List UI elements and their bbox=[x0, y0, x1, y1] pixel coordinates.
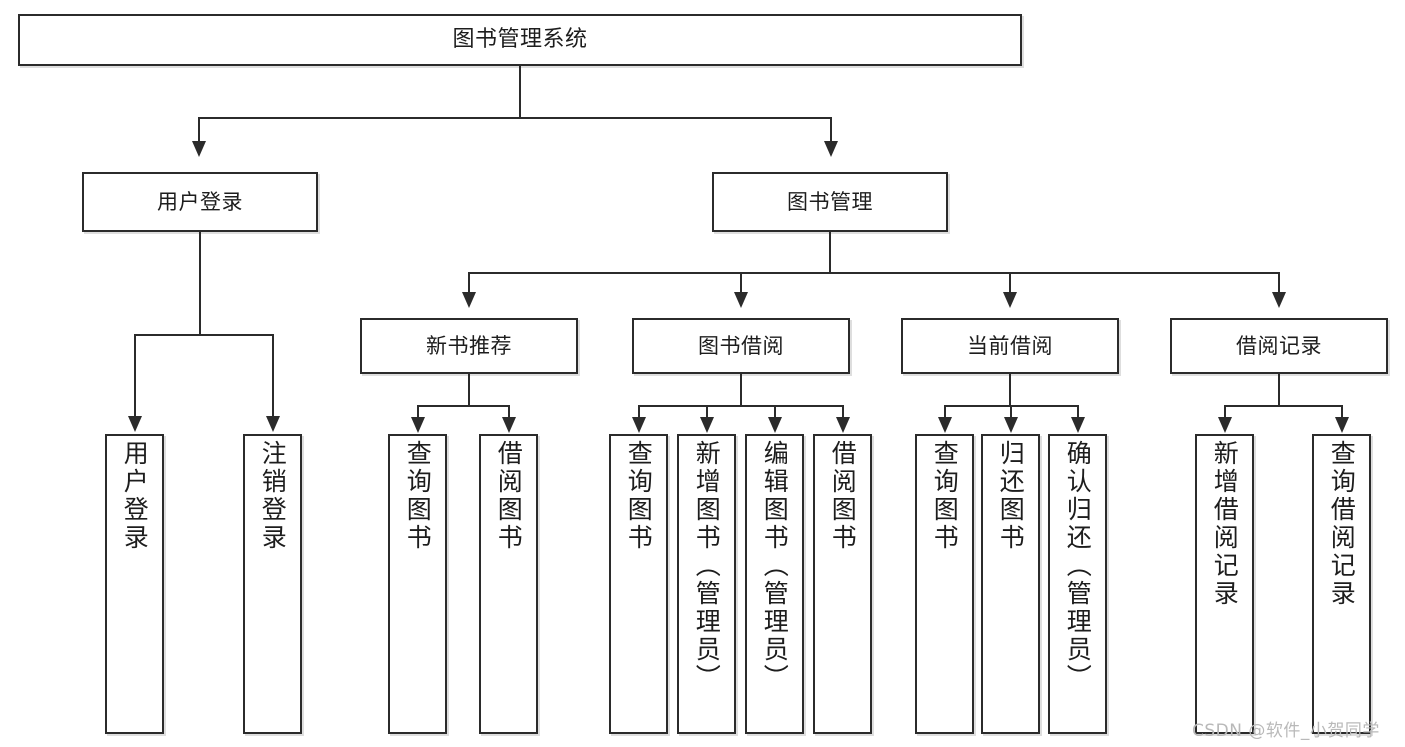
arrowhead-cb-query-book bbox=[938, 417, 952, 433]
arrowhead-to-book-manage bbox=[824, 141, 838, 157]
connector-book-borrow-bus bbox=[638, 405, 844, 407]
node-book-borrow[interactable]: 图书借阅 bbox=[632, 318, 850, 374]
leaf-bb-add-book[interactable]: 新增图书（管理员） bbox=[677, 434, 736, 734]
arrowhead-bb-add-book bbox=[700, 417, 714, 433]
arrowhead-to-new-book bbox=[462, 292, 476, 308]
node-label: 新增图书（管理员） bbox=[692, 440, 722, 692]
leaf-nb-borrow-book[interactable]: 借阅图书 bbox=[479, 434, 538, 734]
connector-user-login-drop-1 bbox=[134, 334, 136, 418]
connector-book-manage-bus bbox=[468, 272, 1278, 274]
node-label: 注销登录 bbox=[258, 440, 288, 552]
node-label: 借阅图书 bbox=[494, 440, 524, 552]
node-label: 图书借阅 bbox=[698, 333, 784, 358]
connector-book-manage-drop-4 bbox=[1278, 272, 1280, 294]
arrowhead-br-add-record bbox=[1218, 417, 1232, 433]
node-label: 新书推荐 bbox=[426, 333, 512, 358]
connector-borrow-record-drop-2 bbox=[1341, 405, 1343, 419]
connector-user-login-bus bbox=[134, 334, 272, 336]
connector-new-book-stem bbox=[468, 374, 470, 406]
node-current-borrow[interactable]: 当前借阅 bbox=[901, 318, 1119, 374]
node-book-management[interactable]: 图书管理 bbox=[712, 172, 948, 232]
arrowhead-bb-query-book bbox=[632, 417, 646, 433]
connector-new-book-drop-1 bbox=[417, 405, 419, 419]
arrowhead-cb-confirm-return bbox=[1071, 417, 1085, 433]
arrowhead-to-borrow-record bbox=[1272, 292, 1286, 308]
leaf-user-login[interactable]: 用户登录 bbox=[105, 434, 164, 734]
node-label: 查询图书 bbox=[624, 440, 654, 552]
connector-book-borrow-drop-4 bbox=[842, 405, 844, 419]
node-label: 用户登录 bbox=[157, 189, 243, 214]
connector-book-manage-drop-1 bbox=[468, 272, 470, 294]
node-user-login[interactable]: 用户登录 bbox=[82, 172, 318, 232]
connector-book-borrow-stem bbox=[740, 374, 742, 406]
leaf-cb-return-book[interactable]: 归还图书 bbox=[981, 434, 1040, 734]
arrowhead-br-query-record bbox=[1335, 417, 1349, 433]
leaf-cb-query-book[interactable]: 查询图书 bbox=[915, 434, 974, 734]
arrowhead-bb-borrow-book bbox=[836, 417, 850, 433]
node-label: 图书管理系统 bbox=[452, 27, 588, 53]
connector-book-borrow-drop-1 bbox=[638, 405, 640, 419]
connector-current-borrow-drop-3 bbox=[1077, 405, 1079, 419]
connector-root-drop-right bbox=[830, 117, 832, 143]
node-label: 图书管理 bbox=[787, 189, 873, 214]
node-label: 借阅记录 bbox=[1236, 333, 1322, 358]
arrowhead-nb-borrow-book bbox=[502, 417, 516, 433]
connector-book-borrow-drop-3 bbox=[774, 405, 776, 419]
node-label: 编辑图书（管理员） bbox=[760, 440, 790, 692]
leaf-nb-query-book[interactable]: 查询图书 bbox=[388, 434, 447, 734]
connector-root-drop-left bbox=[198, 117, 200, 143]
connector-book-borrow-drop-2 bbox=[706, 405, 708, 419]
arrowhead-bb-edit-book bbox=[768, 417, 782, 433]
connector-root-bus bbox=[198, 117, 831, 119]
connector-current-borrow-stem bbox=[1009, 374, 1011, 406]
node-label: 借阅图书 bbox=[828, 440, 858, 552]
watermark-text: CSDN @软件_小贺同学 bbox=[1192, 721, 1380, 741]
connector-borrow-record-drop-1 bbox=[1224, 405, 1226, 419]
leaf-logout[interactable]: 注销登录 bbox=[243, 434, 302, 734]
arrowhead-to-book-borrow bbox=[734, 292, 748, 308]
connector-book-manage-stem bbox=[829, 232, 831, 274]
arrowhead-to-logout-leaf bbox=[266, 416, 280, 432]
arrowhead-to-user-login bbox=[192, 141, 206, 157]
connector-borrow-record-stem bbox=[1278, 374, 1280, 406]
node-label: 新增借阅记录 bbox=[1210, 440, 1240, 608]
node-label: 归还图书 bbox=[996, 440, 1026, 552]
leaf-cb-confirm-return[interactable]: 确认归还（管理员） bbox=[1048, 434, 1107, 734]
arrowhead-nb-query-book bbox=[411, 417, 425, 433]
arrowhead-to-current-borrow bbox=[1003, 292, 1017, 308]
arrowhead-cb-return-book bbox=[1004, 417, 1018, 433]
connector-new-book-drop-2 bbox=[508, 405, 510, 419]
connector-user-login-stem bbox=[199, 232, 201, 335]
node-label: 查询图书 bbox=[930, 440, 960, 552]
leaf-bb-query-book[interactable]: 查询图书 bbox=[609, 434, 668, 734]
node-label: 用户登录 bbox=[120, 440, 150, 552]
connector-new-book-bus bbox=[417, 405, 508, 407]
node-label: 当前借阅 bbox=[967, 333, 1053, 358]
connector-current-borrow-drop-1 bbox=[944, 405, 946, 419]
connector-current-borrow-drop-2 bbox=[1010, 405, 1012, 419]
connector-root-stem bbox=[519, 66, 521, 118]
connector-book-manage-drop-3 bbox=[1009, 272, 1011, 294]
leaf-bb-edit-book[interactable]: 编辑图书（管理员） bbox=[745, 434, 804, 734]
node-borrow-record[interactable]: 借阅记录 bbox=[1170, 318, 1388, 374]
node-root-system[interactable]: 图书管理系统 bbox=[18, 14, 1022, 66]
connector-book-manage-drop-2 bbox=[740, 272, 742, 294]
leaf-br-query-record[interactable]: 查询借阅记录 bbox=[1312, 434, 1371, 734]
connector-borrow-record-bus bbox=[1224, 405, 1341, 407]
arrowhead-to-user-login-leaf bbox=[128, 416, 142, 432]
leaf-bb-borrow-book[interactable]: 借阅图书 bbox=[813, 434, 872, 734]
connector-user-login-drop-2 bbox=[272, 334, 274, 418]
node-label: 确认归还（管理员） bbox=[1063, 440, 1093, 692]
node-label: 查询图书 bbox=[403, 440, 433, 552]
node-label: 查询借阅记录 bbox=[1327, 440, 1357, 608]
leaf-br-add-record[interactable]: 新增借阅记录 bbox=[1195, 434, 1254, 734]
node-new-book-recommend[interactable]: 新书推荐 bbox=[360, 318, 578, 374]
